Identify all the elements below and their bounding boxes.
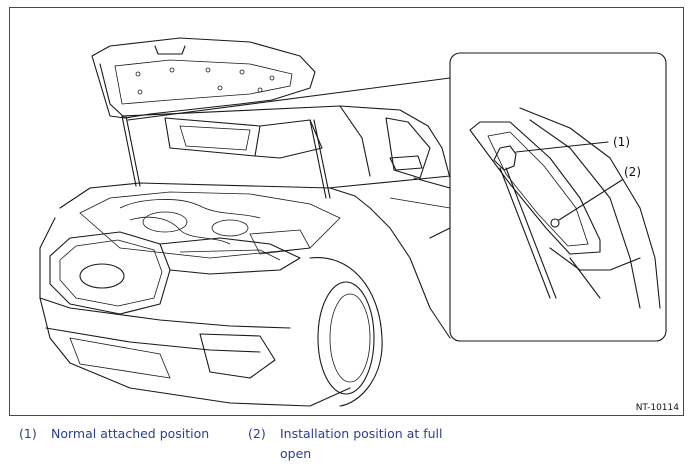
figure-code: NT-10114 [635,403,679,413]
hood-stays [121,115,331,199]
callout-2: (2) [624,165,641,179]
figure-frame: (1) (2) NT-10114 [9,7,684,416]
legend-item: (1) Normal attached position [19,424,221,444]
legend-text: Installation position at full open [280,426,443,461]
legend-number: (2) [248,426,266,441]
callout-1: (1) [613,135,630,149]
zoom-leaders [127,77,451,189]
legend-text: Normal attached position [51,426,210,441]
car-body [39,105,451,407]
car-hood-illustration: (1) (2) [39,37,667,407]
open-hood [91,37,323,159]
legend-item: (2) Installation position at full open [248,424,455,464]
legend-number: (1) [19,426,37,441]
detail-inset: (1) (2) [449,52,667,342]
figure-legend: (1) Normal attached position (2) Install… [0,424,695,468]
